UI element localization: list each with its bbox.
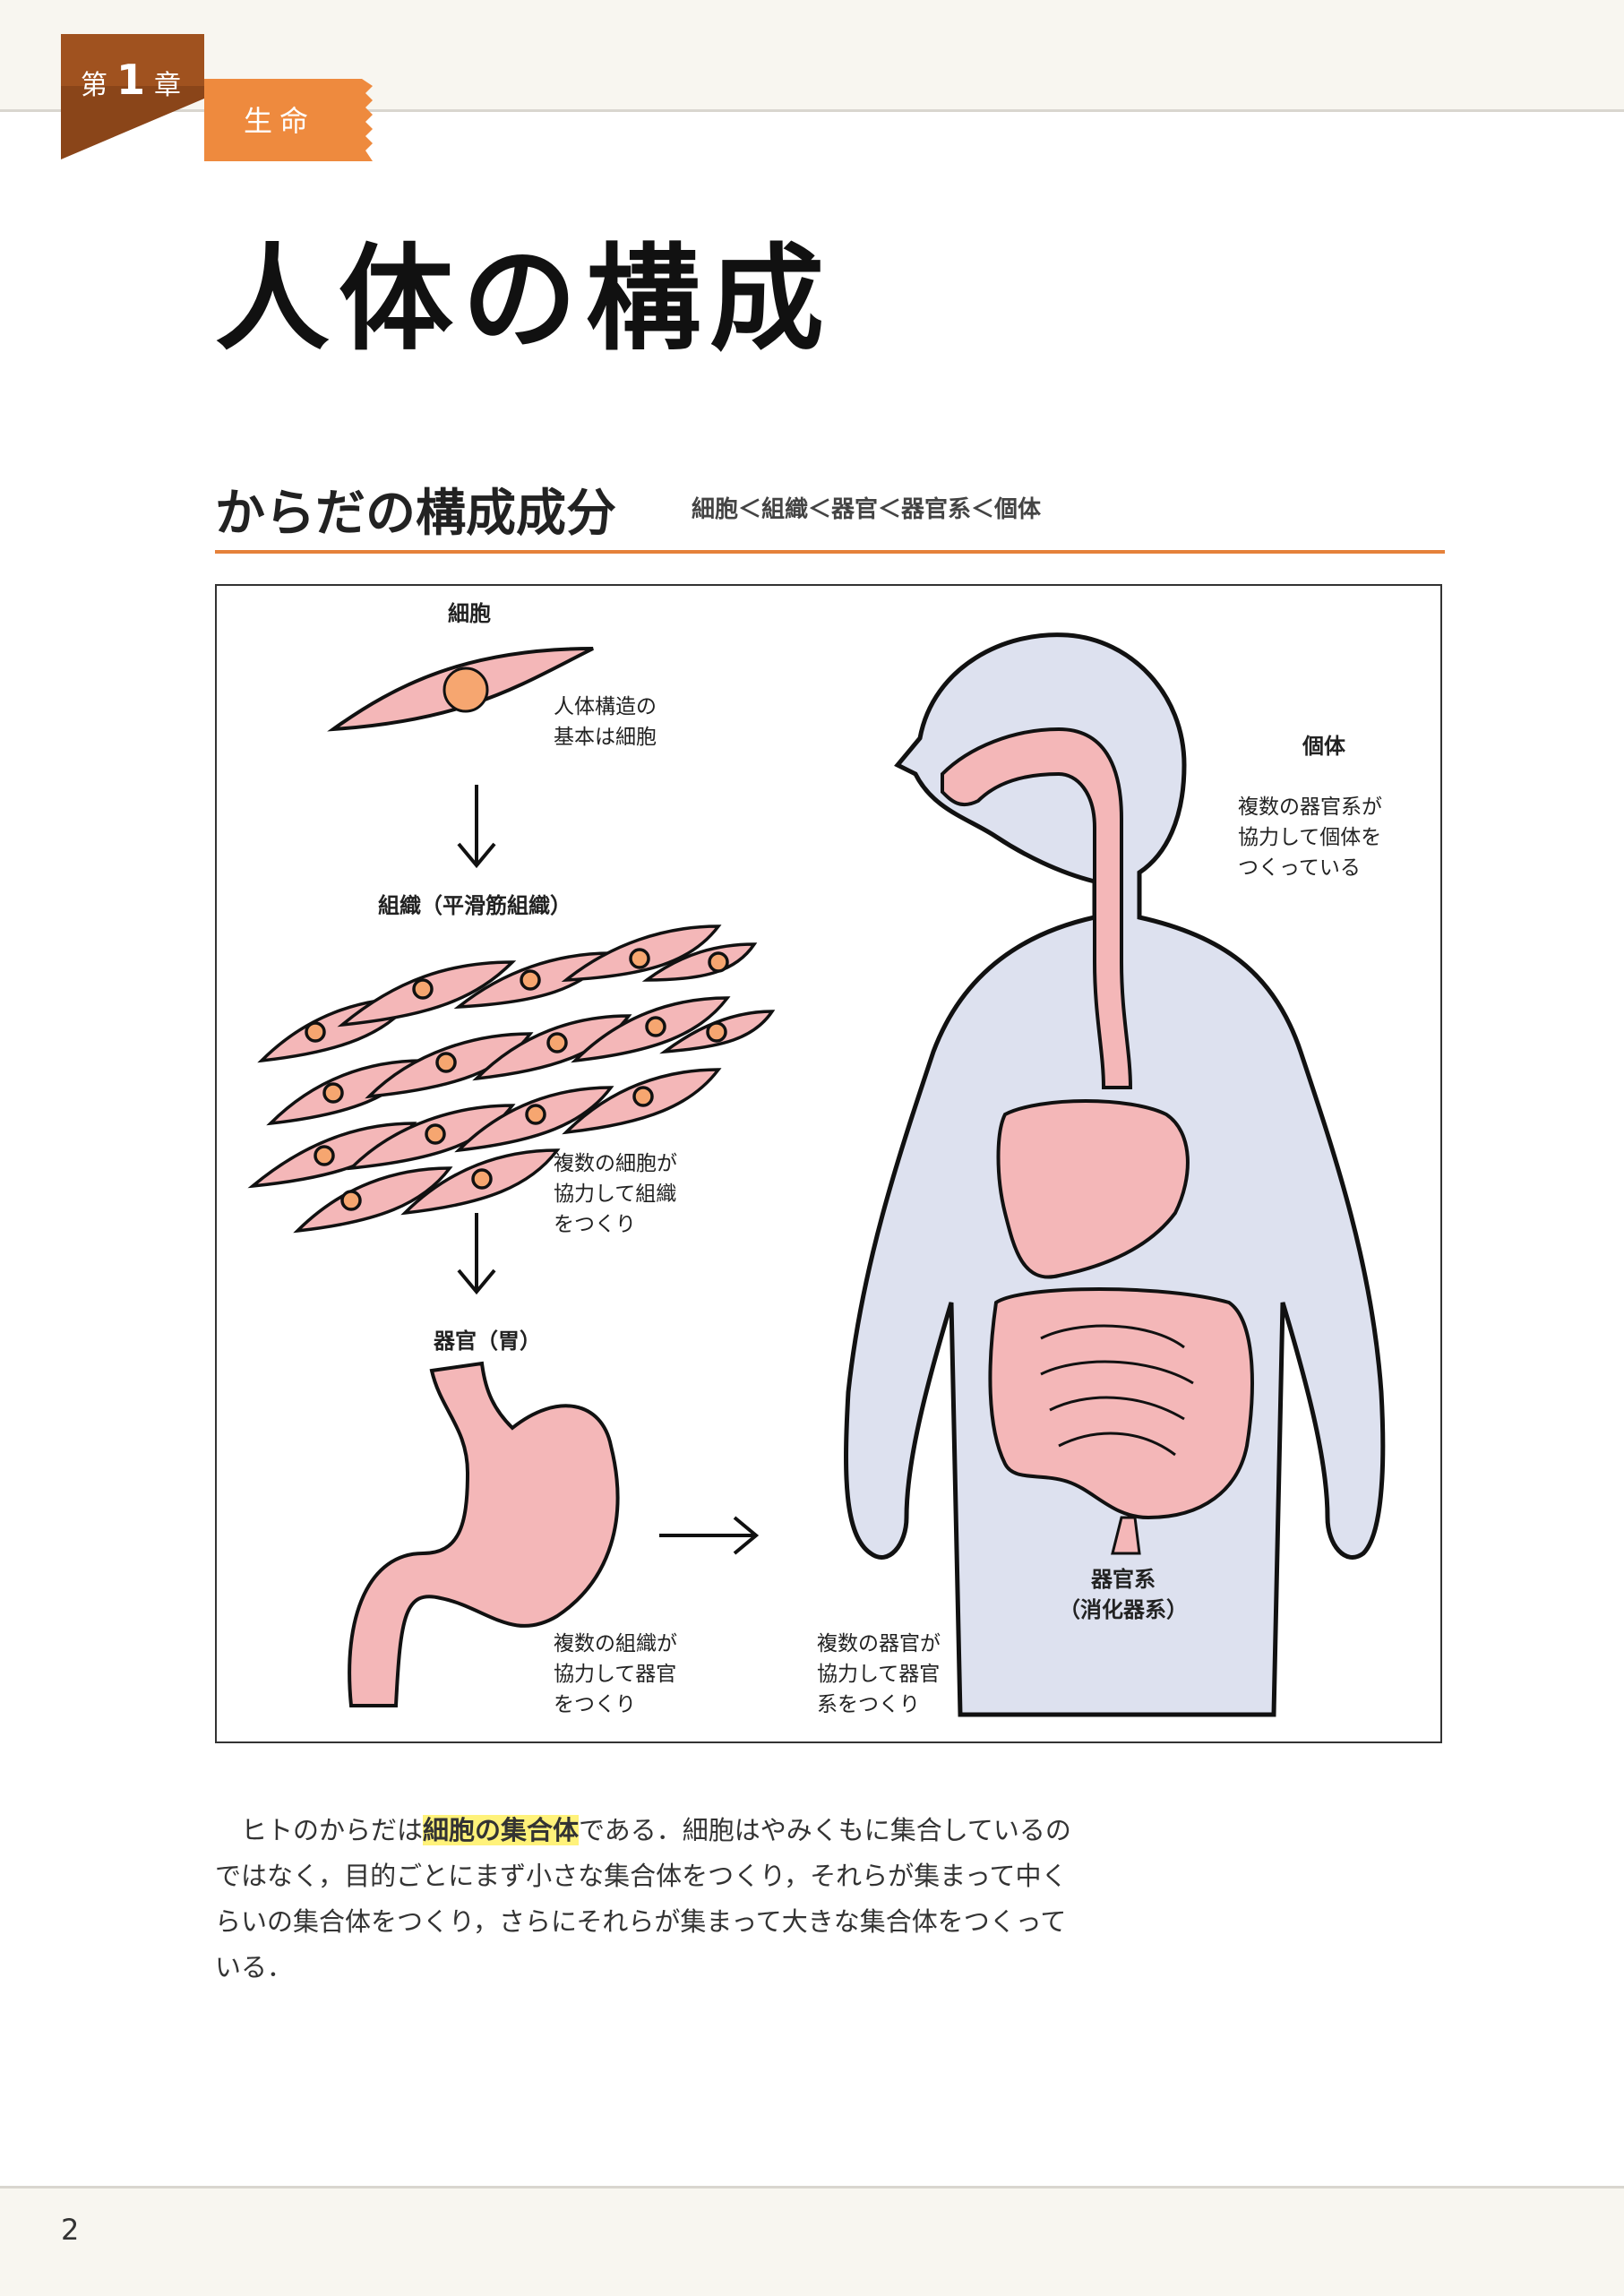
highlighted-term: 細胞の集合体 — [423, 1815, 580, 1845]
individual-label: 個体 — [1302, 734, 1345, 759]
cell-illustration — [327, 647, 594, 732]
category-tab-shape — [204, 79, 373, 161]
organ-label: 器官（胃） — [434, 1329, 541, 1354]
figure-frame: 細胞 人体構造の 基本は細胞 組織（平滑筋組織） 複数の細胞が 協力して組織 を… — [215, 584, 1442, 1743]
tissue-note: 複数の細胞が 協力して組織 をつくり — [554, 1148, 677, 1240]
organ-note: 複数の組織が 協力して器官 をつくり — [554, 1629, 677, 1720]
tissue-note-line: 複数の細胞が — [554, 1152, 677, 1175]
cell-note-line: 人体構造の — [554, 695, 657, 718]
down-arrow-2 — [457, 1213, 496, 1295]
system-label-line: （消化器系） — [1059, 1597, 1188, 1622]
chapter-number: 1 — [116, 56, 150, 104]
paragraph-line: ヒトのからだは細胞の集合体である．細胞はやみくもに集合しているの — [215, 1808, 1111, 1853]
system-note: 複数の器官が 協力して器官 系をつくり — [817, 1629, 941, 1720]
system-note-line: 協力して器官 — [817, 1663, 941, 1686]
tissue-illustration — [244, 924, 776, 1234]
paragraph-text: である．細胞はやみくもに集合しているの — [579, 1815, 1071, 1845]
individual-note-line: 協力して個体を — [1238, 826, 1382, 849]
paragraph-line: ではなく，目的ごとにまず小さな集合体をつくり，それらが集まって中く — [215, 1861, 1068, 1891]
section-title: からだの構成成分 — [215, 485, 616, 543]
page-number: 2 — [61, 2213, 80, 2247]
figure-illustration — [244, 632, 1386, 1717]
bottom-band — [0, 2186, 1624, 2296]
stomach-illustration — [348, 1361, 620, 1707]
category-tag: 生命 — [244, 104, 316, 138]
down-arrow-1 — [457, 785, 496, 869]
individual-note-line: つくっている — [1238, 856, 1361, 880]
organ-note-line: をつくり — [554, 1693, 636, 1716]
right-arrow — [659, 1516, 760, 1555]
cell-note-line: 基本は細胞 — [554, 726, 657, 749]
individual-note: 複数の器官系が 協力して個体を つくっている — [1238, 792, 1382, 883]
tissue-note-line: をつくり — [554, 1213, 636, 1236]
organ-note-line: 協力して器官 — [554, 1663, 677, 1686]
body-illustration — [844, 632, 1386, 1717]
body-paragraph: ヒトのからだは細胞の集合体である．細胞はやみくもに集合しているの ではなく，目的… — [215, 1808, 1111, 1991]
paragraph-text: ヒトのからだは — [241, 1815, 424, 1845]
paragraph-line: らいの集合体をつくり，さらにそれらが集まって大きな集合体をつくって — [215, 1906, 1067, 1937]
chapter-tab-shape — [61, 34, 204, 159]
system-label-line: 器官系 — [1091, 1567, 1156, 1592]
cell-label: 細胞 — [448, 601, 491, 626]
system-note-line: 複数の器官が — [817, 1632, 941, 1655]
system-note-line: 系をつくり — [817, 1693, 920, 1716]
chapter-prefix: 第 — [81, 70, 111, 101]
tissue-label: 組織（平滑筋組織） — [378, 893, 571, 918]
organ-note-line: 複数の組織が — [554, 1632, 677, 1655]
chapter-suffix: 章 — [154, 70, 185, 101]
paragraph-line: いる． — [215, 1952, 294, 1982]
system-label: 器官系 （消化器系） — [1059, 1564, 1188, 1625]
section-subtitle: 細胞＜組織＜器官＜器官系＜個体 — [692, 496, 1042, 523]
tissue-note-line: 協力して組織 — [554, 1182, 677, 1206]
section-rule — [215, 550, 1445, 554]
cell-note: 人体構造の 基本は細胞 — [554, 692, 657, 752]
page-title: 人体の構成 — [215, 233, 834, 366]
individual-note-line: 複数の器官系が — [1238, 795, 1382, 819]
